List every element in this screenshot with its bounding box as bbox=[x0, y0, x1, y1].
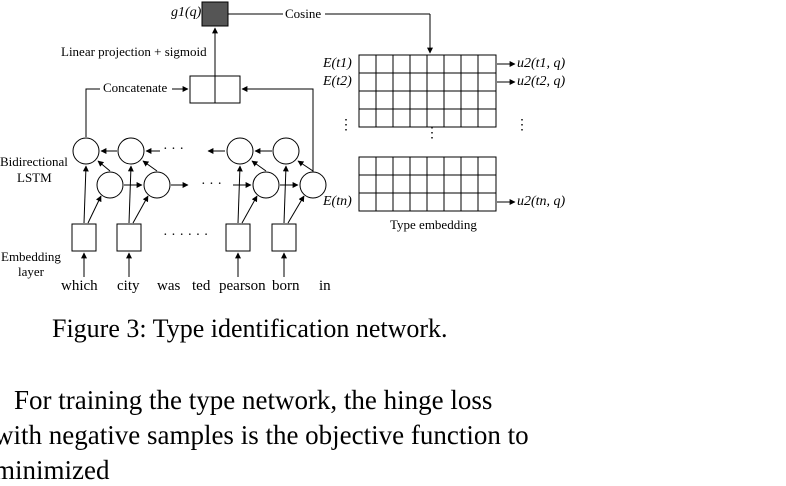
ellipsis-vertical-middle: ⋮ bbox=[425, 126, 439, 141]
word-token: born bbox=[272, 278, 300, 294]
embedding-label-line2: layer bbox=[18, 264, 44, 279]
emb-diag-arrow bbox=[87, 195, 102, 224]
g1-output-box bbox=[201, 1, 229, 27]
embedding-boxes bbox=[71, 223, 297, 252]
concatenate-label: Concatenate bbox=[103, 80, 168, 95]
word-token: was bbox=[157, 278, 181, 294]
lstm-forward-cell bbox=[143, 171, 171, 199]
g1-label: g1(q) bbox=[171, 5, 202, 20]
type-embedding-grid-top bbox=[358, 54, 497, 128]
lstm-backward-cell bbox=[117, 137, 145, 165]
ellipsis-vertical-left: ⋮ bbox=[339, 118, 353, 133]
embedding-label-line1: Embedding bbox=[1, 249, 61, 264]
concat-left-wire bbox=[85, 88, 100, 137]
lstm-up-arrow bbox=[97, 160, 111, 172]
lstm-backward-cell bbox=[226, 137, 254, 165]
ellipsis-top: · · · bbox=[163, 142, 184, 157]
word-token: city bbox=[117, 278, 140, 294]
projection-label: Linear projection + sigmoid bbox=[61, 44, 207, 59]
lstm-forward-cell bbox=[252, 171, 280, 199]
emb-up-arrow bbox=[82, 165, 89, 224]
emb-diag-arrow bbox=[241, 195, 258, 224]
word-token: ted bbox=[192, 278, 211, 294]
lstm-forward-row bbox=[96, 171, 327, 199]
embedding-box bbox=[71, 223, 97, 252]
lstm-up-arrow bbox=[297, 160, 314, 172]
concat-right-wire bbox=[241, 86, 314, 173]
type-identification-diagram bbox=[71, 1, 516, 277]
lstm-backward-cell bbox=[72, 137, 100, 165]
body-text-line: with negative samples is the objective f… bbox=[0, 420, 529, 450]
body-text-line: minimized bbox=[0, 455, 110, 485]
word-token: which bbox=[61, 278, 98, 294]
type-embedding-grid-bottom bbox=[358, 156, 497, 212]
figure-caption: Figure 3: Type identification network. bbox=[52, 314, 448, 343]
type-row-label: E(tn) bbox=[323, 194, 352, 209]
body-text-line: For training the type network, the hinge… bbox=[14, 385, 493, 415]
word-token: in bbox=[319, 278, 331, 294]
emb-diag-arrow bbox=[132, 195, 149, 224]
type-score-label: u2(t1, q) bbox=[517, 56, 566, 71]
type-embedding-label: Type embedding bbox=[390, 217, 477, 232]
type-row-label: E(t2) bbox=[323, 74, 352, 89]
ellipsis-bottom: · · · · · · bbox=[163, 228, 209, 243]
type-score-label: u2(t2, q) bbox=[517, 74, 566, 89]
lstm-forward-cell bbox=[299, 171, 327, 199]
emb-up-arrow bbox=[236, 165, 243, 224]
bilstm-label-line2: LSTM bbox=[17, 170, 52, 185]
lstm-up-arrow bbox=[251, 160, 267, 172]
cosine-label: Cosine bbox=[285, 6, 322, 21]
embedding-box bbox=[116, 223, 142, 252]
embedding-box bbox=[271, 223, 297, 252]
type-row-label: E(t1) bbox=[323, 56, 352, 71]
ellipsis-middle: · · · bbox=[201, 177, 222, 192]
emb-up-arrow bbox=[127, 165, 134, 224]
ellipsis-vertical-right: ⋮ bbox=[515, 118, 529, 133]
lstm-backward-cell bbox=[272, 137, 300, 165]
lstm-forward-cell bbox=[96, 171, 124, 199]
type-score-label: u2(tn, q) bbox=[517, 194, 566, 209]
bilstm-label-line1: Bidirectional bbox=[0, 154, 68, 169]
word-token: pearson bbox=[219, 278, 266, 294]
lstm-backward-row bbox=[72, 137, 300, 165]
embedding-box bbox=[225, 223, 251, 252]
emb-diag-arrow bbox=[287, 195, 305, 224]
emb-up-arrow bbox=[282, 165, 289, 224]
lstm-up-arrow bbox=[142, 160, 158, 172]
